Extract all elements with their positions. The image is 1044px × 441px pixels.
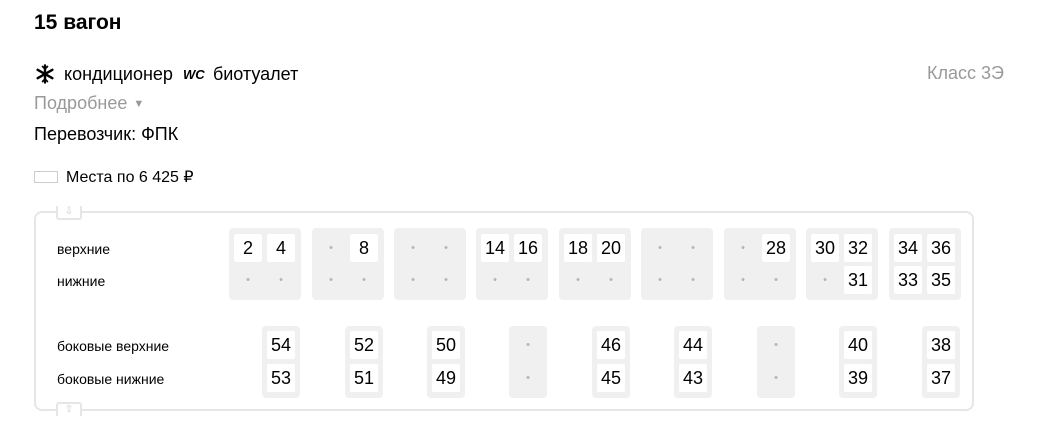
unavailable-seat: • bbox=[609, 274, 613, 286]
seat-45[interactable]: 45 bbox=[597, 364, 625, 392]
price-legend: Места по 6 425 ₽ bbox=[34, 167, 194, 187]
seat-34[interactable]: 34 bbox=[894, 234, 922, 262]
seat-44[interactable]: 44 bbox=[679, 331, 707, 359]
seat-37[interactable]: 37 bbox=[927, 364, 955, 392]
wagon-scheme bbox=[34, 211, 974, 411]
unavailable-seat: • bbox=[691, 242, 695, 254]
seat-36[interactable]: 36 bbox=[927, 234, 955, 262]
unavailable-seat: • bbox=[658, 242, 662, 254]
seat-30[interactable]: 30 bbox=[811, 234, 839, 262]
unavailable-seat: • bbox=[741, 242, 745, 254]
carrier-info: Перевозчик: ФПК bbox=[34, 124, 179, 144]
unavailable-seat: • bbox=[246, 274, 250, 286]
features-list: кондиционер WC биотуалет bbox=[34, 62, 308, 86]
seat-43[interactable]: 43 bbox=[679, 364, 707, 392]
seat-8[interactable]: 8 bbox=[350, 234, 378, 262]
compartment: • 28 • • bbox=[724, 228, 796, 300]
seat-40[interactable]: 40 bbox=[844, 331, 872, 359]
unavailable-seat: • bbox=[279, 274, 283, 286]
wc-icon: WC bbox=[183, 63, 205, 85]
unavailable-seat: • bbox=[444, 274, 448, 286]
unavailable-seat: • bbox=[329, 242, 333, 254]
compartment: • • • • bbox=[394, 228, 466, 300]
arrow-up-icon: ⇧ bbox=[64, 404, 74, 415]
class-label: Класс 3Э bbox=[927, 63, 1004, 83]
seat-39[interactable]: 39 bbox=[844, 364, 872, 392]
unavailable-seat: • bbox=[774, 274, 778, 286]
arrow-down-icon: ⇩ bbox=[64, 206, 74, 217]
unavailable-seat: • bbox=[411, 274, 415, 286]
more-details-label: Подробнее bbox=[34, 93, 128, 113]
seat-33[interactable]: 33 bbox=[894, 266, 922, 294]
seat-52[interactable]: 52 bbox=[350, 331, 378, 359]
row-label-side-upper: боковые верхние bbox=[57, 338, 170, 354]
feature-label: биотуалет bbox=[212, 63, 299, 84]
price-legend-label: Места по 6 425 ₽ bbox=[66, 169, 194, 186]
side-compartment: •• bbox=[509, 326, 547, 398]
unavailable-seat: • bbox=[658, 274, 662, 286]
unavailable-seat: • bbox=[774, 339, 778, 351]
snowflake-icon bbox=[34, 63, 56, 85]
unavailable-seat: • bbox=[526, 372, 530, 384]
seat-49[interactable]: 49 bbox=[432, 364, 460, 392]
unavailable-seat: • bbox=[741, 274, 745, 286]
seat-31[interactable]: 31 bbox=[844, 266, 872, 294]
side-compartment: •• bbox=[757, 326, 795, 398]
seat-50[interactable]: 50 bbox=[432, 331, 460, 359]
unavailable-seat: • bbox=[329, 274, 333, 286]
feature-air-conditioning: кондиционер bbox=[34, 63, 173, 85]
seat-32[interactable]: 32 bbox=[844, 234, 872, 262]
unavailable-seat: • bbox=[444, 242, 448, 254]
seat-18[interactable]: 18 bbox=[564, 234, 592, 262]
seat-38[interactable]: 38 bbox=[927, 331, 955, 359]
wagon-title: 15 вагон bbox=[34, 11, 122, 34]
unavailable-seat: • bbox=[493, 274, 497, 286]
unavailable-seat: • bbox=[526, 274, 530, 286]
caret-down-icon: ▼ bbox=[133, 97, 145, 110]
more-details-toggle[interactable]: Подробнее ▼ bbox=[34, 93, 144, 114]
unavailable-seat: • bbox=[823, 274, 827, 286]
seat-16[interactable]: 16 bbox=[514, 234, 542, 262]
feature-label: кондиционер bbox=[64, 63, 173, 84]
seat-4[interactable]: 4 bbox=[267, 234, 295, 262]
entrance-top: ⇩ bbox=[56, 206, 82, 220]
unavailable-seat: • bbox=[362, 274, 366, 286]
seat-54[interactable]: 54 bbox=[267, 331, 295, 359]
unavailable-seat: • bbox=[526, 339, 530, 351]
feature-biotoilet: WC биотуалет bbox=[183, 63, 298, 85]
seat-51[interactable]: 51 bbox=[350, 364, 378, 392]
unavailable-seat: • bbox=[411, 242, 415, 254]
compartment: • • • • bbox=[641, 228, 713, 300]
seat-20[interactable]: 20 bbox=[597, 234, 625, 262]
seat-2[interactable]: 2 bbox=[234, 234, 262, 262]
row-label-side-lower: боковые нижние bbox=[57, 371, 165, 387]
svg-text:WC: WC bbox=[183, 67, 205, 82]
seat-53[interactable]: 53 bbox=[267, 364, 295, 392]
unavailable-seat: • bbox=[774, 372, 778, 384]
seat-35[interactable]: 35 bbox=[927, 266, 955, 294]
unavailable-seat: • bbox=[576, 274, 580, 286]
seat-14[interactable]: 14 bbox=[481, 234, 509, 262]
compartment: • 8 • • bbox=[312, 228, 384, 300]
row-label-upper: верхние bbox=[57, 241, 111, 257]
row-label-lower: нижние bbox=[57, 273, 106, 289]
entrance-bottom: ⇧ bbox=[56, 402, 82, 416]
seat-28[interactable]: 28 bbox=[762, 234, 790, 262]
seat-46[interactable]: 46 bbox=[597, 331, 625, 359]
unavailable-seat: • bbox=[691, 274, 695, 286]
price-swatch bbox=[34, 171, 58, 183]
